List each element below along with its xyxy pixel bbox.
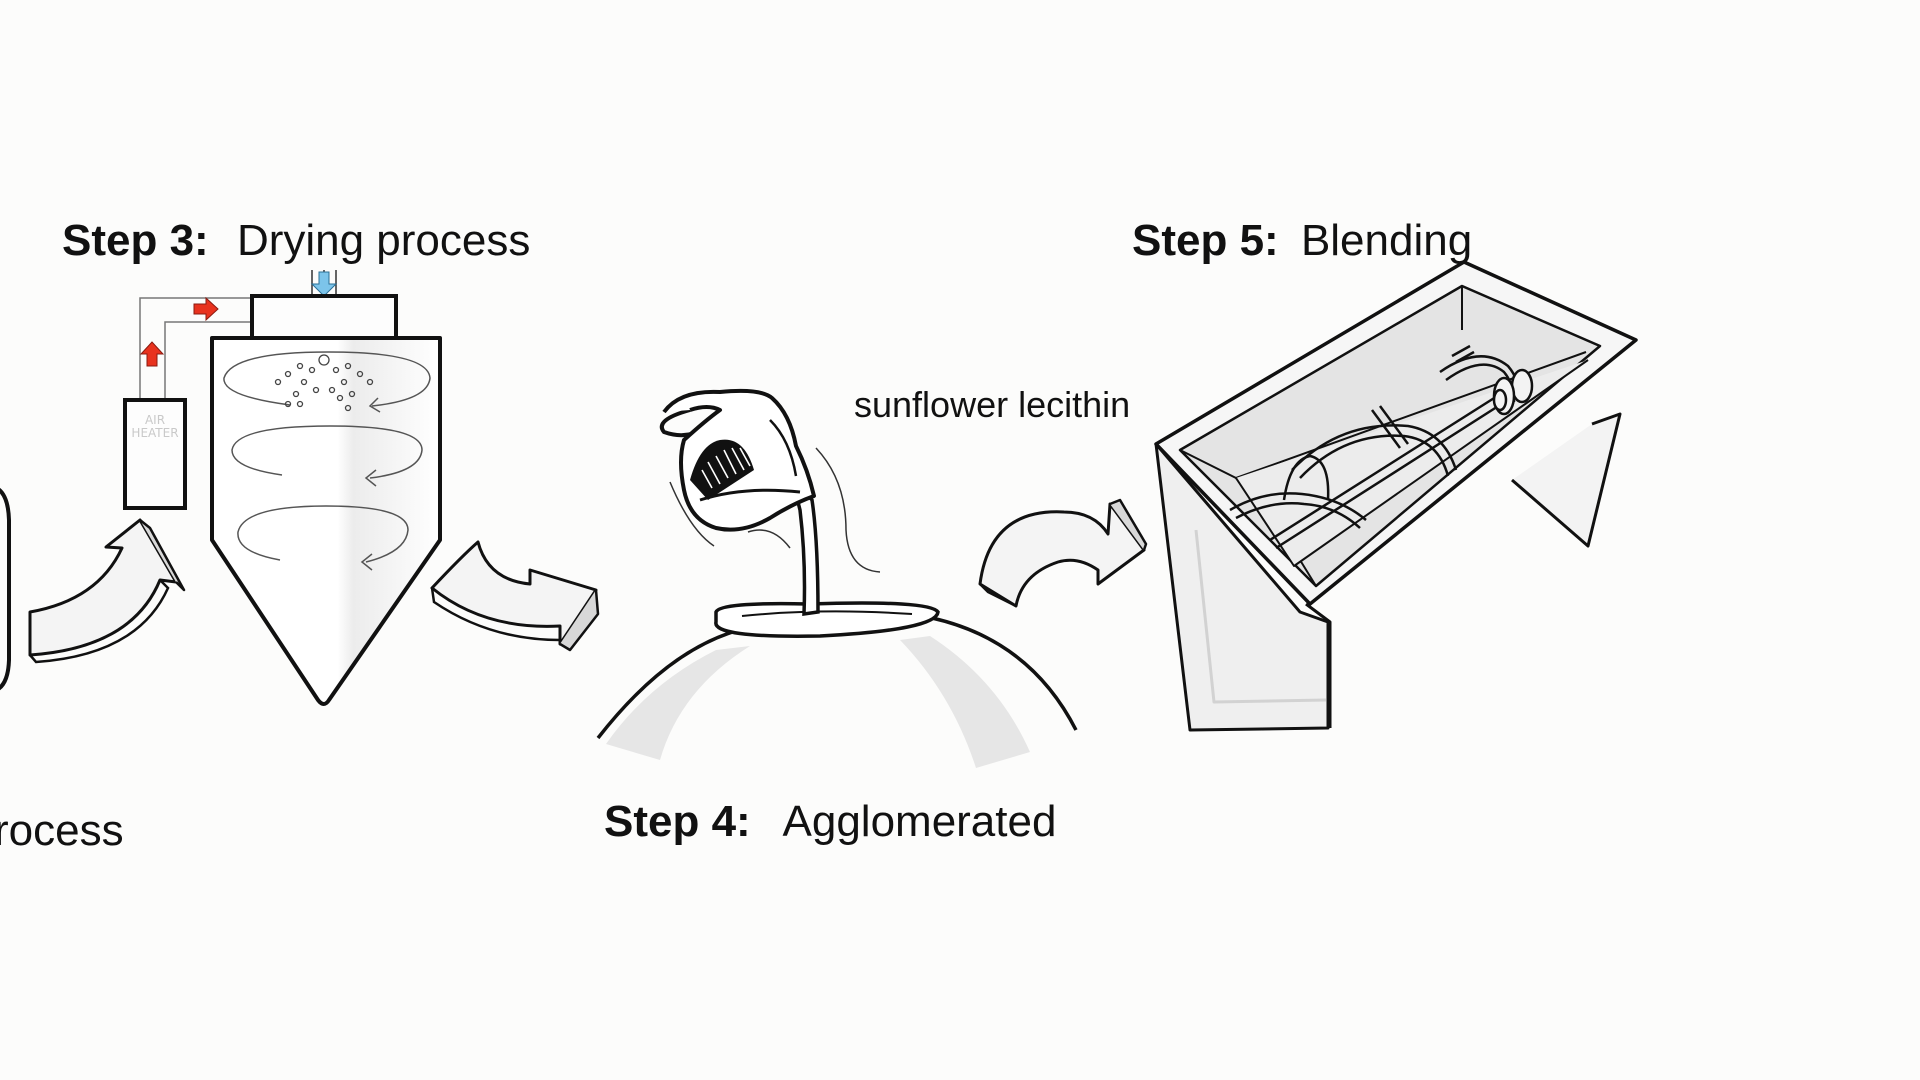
hot-air-duct [139, 297, 252, 400]
flow-arrow-3-to-4 [430, 540, 600, 652]
mound-shade-right [900, 636, 1030, 768]
step3-title: Step 3: Drying process [62, 216, 530, 265]
hot-air-arrow-right [193, 296, 219, 322]
blender-shaft [1269, 386, 1515, 550]
step3-heading: Drying process [237, 216, 530, 265]
blender-left-panel [1154, 442, 1330, 732]
ingredient-label: sunflower lecithin [854, 384, 1130, 425]
mound-shade-left [606, 646, 750, 760]
hot-air-arrow-up [139, 341, 165, 367]
step3-prefix: Step 3: [62, 216, 209, 265]
blender-bearing [1492, 368, 1534, 416]
step5-prefix: Step 5: [1132, 216, 1279, 265]
blender-front-leg [1305, 602, 1332, 728]
step4-heading: Agglomerated [783, 797, 1057, 846]
spray-dryer: AIR HEATER [123, 270, 442, 706]
flow-arrow-2-to-3 [28, 518, 186, 664]
step2-partial-group: rocess [0, 488, 124, 855]
motion-line-left [669, 481, 791, 549]
blender-right-leg [1511, 412, 1622, 548]
air-heater-label-2: HEATER [131, 426, 178, 440]
step4-title: Step 4: Agglomerated [604, 797, 1056, 846]
feed-arrow-down [310, 271, 338, 297]
dryer-top-cap [250, 294, 398, 340]
ribbon-blender [1154, 260, 1638, 732]
step5-title: Step 5: Blending [1132, 216, 1472, 265]
pouring-pitcher [659, 388, 816, 532]
air-heater-label-1: AIR [145, 413, 165, 427]
airflow-swirls [223, 351, 431, 571]
flow-arrow-4-to-5 [978, 498, 1148, 608]
blender-ribbons [1229, 344, 1522, 529]
step4-prefix: Step 4: [604, 797, 751, 846]
step2-vessel-edge [0, 488, 11, 691]
lecithin-pool [714, 601, 940, 638]
agglomeration-scene [596, 388, 1078, 768]
spray-droplets [274, 354, 374, 412]
air-heater-box [123, 398, 187, 510]
motion-line-right [815, 447, 881, 573]
step2-partial-label: rocess [0, 806, 124, 855]
step5-heading: Blending [1301, 216, 1472, 265]
lecithin-stream [793, 491, 820, 617]
